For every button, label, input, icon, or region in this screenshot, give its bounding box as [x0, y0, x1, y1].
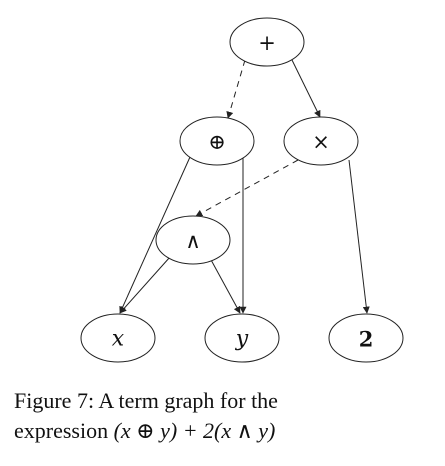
- node-x: x: [80, 313, 156, 363]
- nodes-layer: + ⊕ × ∧ x y 2: [80, 17, 404, 363]
- node-two-label: 2: [359, 327, 374, 352]
- node-y-label: y: [235, 327, 249, 352]
- edge-times-wedge: [195, 159, 299, 217]
- caption-line-1: Figure 7: A term graph for the: [14, 388, 278, 413]
- caption-expression: (x ⊕ y) + 2(x ∧ y): [113, 418, 276, 443]
- edge-plus-times: [291, 59, 321, 118]
- node-y-ellipse: [204, 313, 280, 363]
- node-oplus-label: ⊕: [208, 130, 226, 154]
- node-two-ellipse: [328, 313, 404, 363]
- node-plus-label: +: [258, 31, 276, 55]
- caption-line-2: expression (x ⊕ y) + 2(x ∧ y): [14, 416, 434, 446]
- node-x-ellipse: [80, 313, 156, 363]
- node-oplus-ellipse: [179, 116, 255, 166]
- node-times-ellipse: [283, 116, 359, 166]
- node-x-label: x: [112, 327, 125, 352]
- caption-line-2-prefix: expression: [14, 418, 114, 443]
- edge-times-two: [348, 159, 370, 314]
- node-y: y: [204, 313, 280, 363]
- edge-plus-oplus: [226, 59, 246, 119]
- node-two: 2: [328, 313, 404, 363]
- edge-oplus-x: [119, 156, 191, 314]
- figure-caption: Figure 7: A term graph for the expressio…: [14, 386, 434, 446]
- node-plus-ellipse: [229, 17, 305, 67]
- term-graph-diagram: + ⊕ × ∧ x y 2: [80, 17, 404, 363]
- node-oplus: ⊕: [179, 116, 255, 166]
- node-times: ×: [283, 116, 359, 166]
- edges-layer: [119, 59, 370, 314]
- node-times-label: ×: [312, 130, 330, 154]
- node-wedge-label: ∧: [185, 229, 200, 253]
- node-plus: +: [229, 17, 305, 67]
- edge-wedge-x: [119, 256, 171, 314]
- node-wedge: ∧: [155, 215, 231, 265]
- edge-wedge-y: [209, 257, 241, 314]
- node-wedge-ellipse: [155, 215, 231, 265]
